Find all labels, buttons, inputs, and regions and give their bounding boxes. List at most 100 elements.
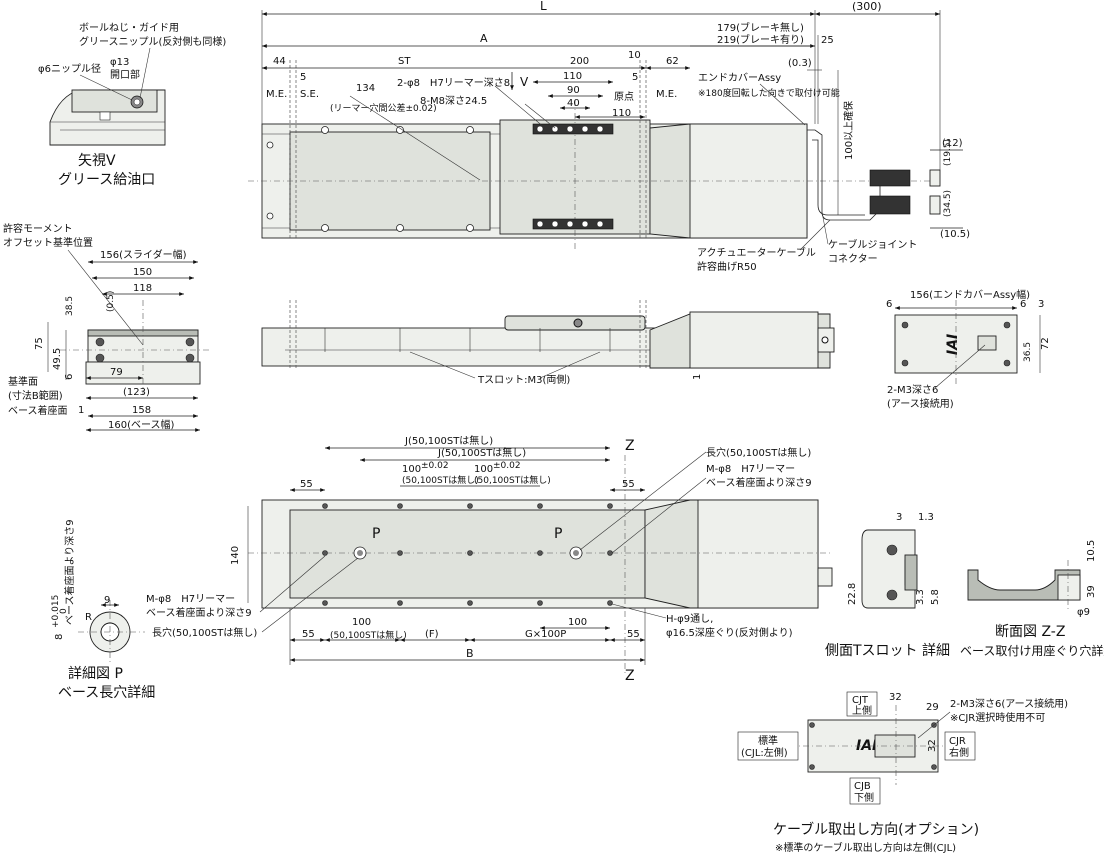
label-cjt: CJT [852, 695, 869, 706]
dim-1b: 1 [692, 374, 703, 380]
label-end-cover: エンドカバーAssy [698, 72, 781, 84]
dim-55d: 55 [627, 629, 640, 640]
dim-110b: 110 [612, 108, 631, 119]
label-earth-m3: 2-M3深さ6 [887, 384, 938, 396]
dim-55b: 55 [622, 479, 635, 490]
label-cjb-bottom: 下側 [854, 791, 874, 804]
dim-1: 1 [78, 405, 84, 416]
label-opening: 開口部 [110, 68, 140, 81]
dim-6a: 6 [886, 299, 892, 310]
dim-detail-8: 8 [54, 634, 65, 640]
title-detail-p: 詳細図 P [68, 666, 123, 682]
dim-100c: 100 [352, 617, 371, 628]
cable-direction-option: IAI CJT 上側 32 29 2-M3深さ6(アース接続用) ※CJR選択時… [737, 691, 1068, 854]
dim-6: 6 [64, 374, 75, 380]
iai-logo-small: IAI [856, 738, 877, 754]
section-Z-bottom: Z [625, 668, 635, 684]
dim-brake: 219(ブレーキ有り) [717, 33, 804, 46]
tol-detail-upper: +0.015 [51, 595, 61, 628]
label-ME-right: M.E. [656, 89, 677, 100]
dim-100d: 100 [568, 617, 587, 628]
view-v-detail: ボールねじ・ガイド用 グリースニップル(反対側も同様) φ13 開口部 φ6ニッ… [38, 22, 226, 188]
label-ref-surface-b: (寸法B範囲) [8, 389, 63, 402]
dim-55c: 55 [302, 629, 315, 640]
dim-38-5: 38.5 [65, 296, 75, 316]
label-earth-option: 2-M3深さ6(アース接続用) [950, 697, 1068, 710]
note-100c: (50,100STは無し) [330, 629, 407, 641]
title-grease-port: グリース給油口 [58, 172, 155, 188]
dim-slider-width: 156(スライダー幅) [100, 248, 187, 261]
label-long-hole-right: 長穴(50,100STは無し) [706, 446, 811, 459]
top-view [248, 60, 941, 250]
label-cjr: CJR [949, 736, 966, 747]
label-moment-offset: オフセット基準位置 [3, 236, 93, 249]
dim-9: 9 [104, 595, 110, 606]
label-reamer-m-right: M-φ8 H7リーマー [706, 464, 795, 475]
dim-B: B [466, 647, 474, 660]
dim-39: 39 [1086, 585, 1097, 598]
dim-140: 140 [230, 546, 241, 565]
dim-base-width: 160(ベース幅) [108, 418, 174, 431]
dim-10: 10 [628, 50, 641, 61]
note-cable-direction: ※標準のケーブル取出し方向は左側(CJL) [775, 841, 956, 854]
dim-110a: 110 [563, 71, 582, 82]
label-earth-connect: (アース接続用) [887, 397, 954, 410]
dim-49-5: 49.5 [52, 348, 63, 370]
label-through-hole: H-φ9通し, [666, 613, 713, 625]
label-ref-surface: 基準面 [8, 375, 38, 388]
note-100b: (50,100STは無し) [474, 474, 551, 486]
label-m8-tap: 8-M8深さ24.5 [420, 95, 487, 107]
dim-123: (123) [123, 387, 150, 398]
dim-3-3: 3.3 [915, 589, 926, 605]
label-grease-title: ボールねじ・ガイド用 [79, 22, 179, 34]
label-end-cover-note: ※180度回転した向きで取付け可能 [698, 87, 840, 99]
dim-end-cover-width: 156(エンドカバーAssy幅) [910, 288, 1030, 301]
end-view-right: IAI 156(エンドカバーAssy幅) 6 6 3 72 36.5 2-M3深… [886, 288, 1051, 410]
dim-phi13: φ13 [110, 57, 129, 68]
dim-0-5: (0.5) [106, 291, 116, 312]
dim-10-5: (10.5) [940, 229, 970, 240]
dim-5a: 5 [300, 72, 306, 83]
dim-34-5: (34.5) [943, 190, 953, 217]
label-grease-nipple: グリースニップル(反対側も同様) [79, 35, 226, 48]
dim-32a: 32 [889, 692, 902, 703]
dim-40: 40 [567, 98, 580, 109]
tol-100b: ±0.02 [493, 461, 521, 471]
dim-5b: 5 [632, 72, 638, 83]
title-section-z-sub: ベース取付け用座ぐり穴詳細 [960, 643, 1104, 658]
dim-150: 150 [133, 267, 152, 278]
dim-12: (12) [942, 138, 963, 149]
dim-32b: 32 [927, 739, 938, 752]
label-ME-left: M.E. [266, 89, 287, 100]
slider-block [499, 119, 651, 235]
dim-F: (F) [425, 629, 439, 640]
dim-0-3: (0.3) [788, 58, 812, 69]
label-cjt-top: 上側 [852, 704, 872, 717]
title-view-v: 矢視V [78, 153, 116, 169]
dim-3b: 3 [896, 512, 902, 523]
label-reamer-tolerance: (リーマー穴間公差±0.02) [330, 102, 437, 114]
label-moment-ref: 許容モーメント [3, 222, 73, 235]
label-cable-joint: ケーブルジョイント [828, 238, 917, 251]
title-detail-p-sub: ベース長穴詳細 [58, 685, 155, 701]
side-view: Tスロット:M3(両側) 1 [261, 300, 835, 386]
label-cjr-right: 右側 [949, 746, 969, 759]
dim-25: 25 [821, 35, 834, 46]
label-reamer-m-left-depth: ベース着座面より深さ9 [146, 606, 252, 619]
tol-100a: ±0.02 [421, 461, 449, 471]
label-min-100: 100以上確保 [842, 101, 855, 160]
tol-detail-lower: 0 [59, 608, 69, 614]
side-tslot-detail: 3 1.3 22.8 3.3 5.8 側面Tスロット 詳細 [825, 512, 950, 659]
dim-29: 29 [926, 702, 939, 713]
label-standard-cjl: (CJL:左側) [741, 746, 788, 759]
dim-L: L [540, 0, 547, 13]
dim-A: A [480, 32, 488, 45]
dim-G: G×100P [525, 629, 566, 640]
label-cjb: CJB [854, 781, 871, 792]
dim-62: 62 [666, 56, 679, 67]
title-cable-direction: ケーブル取出し方向(オプション) [773, 821, 979, 838]
dim-100a: 100 [402, 464, 421, 475]
dim-J1: J(50,100STは無し) [404, 434, 493, 447]
dim-44: 44 [273, 56, 286, 67]
label-detail-depth: ベース着座面より深さ9 [63, 519, 76, 625]
